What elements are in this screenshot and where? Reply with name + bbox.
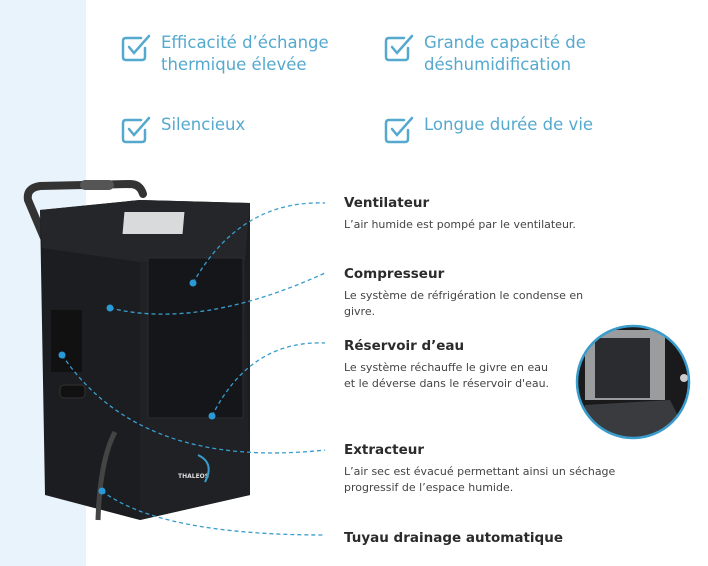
component-ventilateur: Ventilateur L’air humide est pompé par l…: [344, 194, 604, 233]
brand-logo: THALEOS: [178, 473, 209, 480]
component-title: Compresseur: [344, 266, 445, 282]
callout-dot: [106, 304, 114, 312]
checkbox-icon: [121, 34, 151, 62]
feature-item: Grande capacité de déshumidification: [384, 32, 586, 76]
component-compresseur: Compresseur Le système de réfrigération …: [344, 265, 604, 320]
checkbox-icon: [121, 116, 151, 144]
callout-dot: [208, 412, 216, 420]
callout-dot: [98, 487, 106, 495]
feature-item: Longue durée de vie: [384, 114, 593, 144]
feature-item: Efficacité d’échange thermique élevée: [121, 32, 329, 76]
checkbox-icon: [384, 116, 414, 144]
component-desc: L’air humide est pompé par le ventilateu…: [344, 218, 576, 231]
component-title: Extracteur: [344, 442, 425, 458]
component-desc: L’air sec est évacué permettant ainsi un…: [344, 465, 616, 494]
component-desc: Le système de réfrigération le condense …: [344, 289, 584, 318]
feature-item: Silencieux: [121, 114, 245, 144]
feature-label: Silencieux: [161, 115, 246, 134]
component-extracteur: Extracteur L’air sec est évacué permetta…: [344, 441, 654, 496]
callout-dot: [58, 351, 66, 359]
component-reservoir: Réservoir d’eau Le système réchauffe le …: [344, 337, 556, 392]
feature-label: Efficacité d’échange thermique élevée: [161, 33, 329, 74]
feature-label: Grande capacité de déshumidification: [424, 33, 586, 74]
component-desc: Le système réchauffe le givre en eau et …: [344, 361, 550, 390]
component-title: Ventilateur: [344, 195, 430, 211]
callout-dot: [189, 279, 197, 287]
component-tuyau: Tuyau drainage automatique: [344, 529, 604, 547]
checkbox-icon: [384, 34, 414, 62]
component-title: Tuyau drainage automatique: [344, 530, 563, 546]
component-title: Réservoir d’eau: [344, 338, 465, 354]
feature-label: Longue durée de vie: [424, 115, 594, 134]
